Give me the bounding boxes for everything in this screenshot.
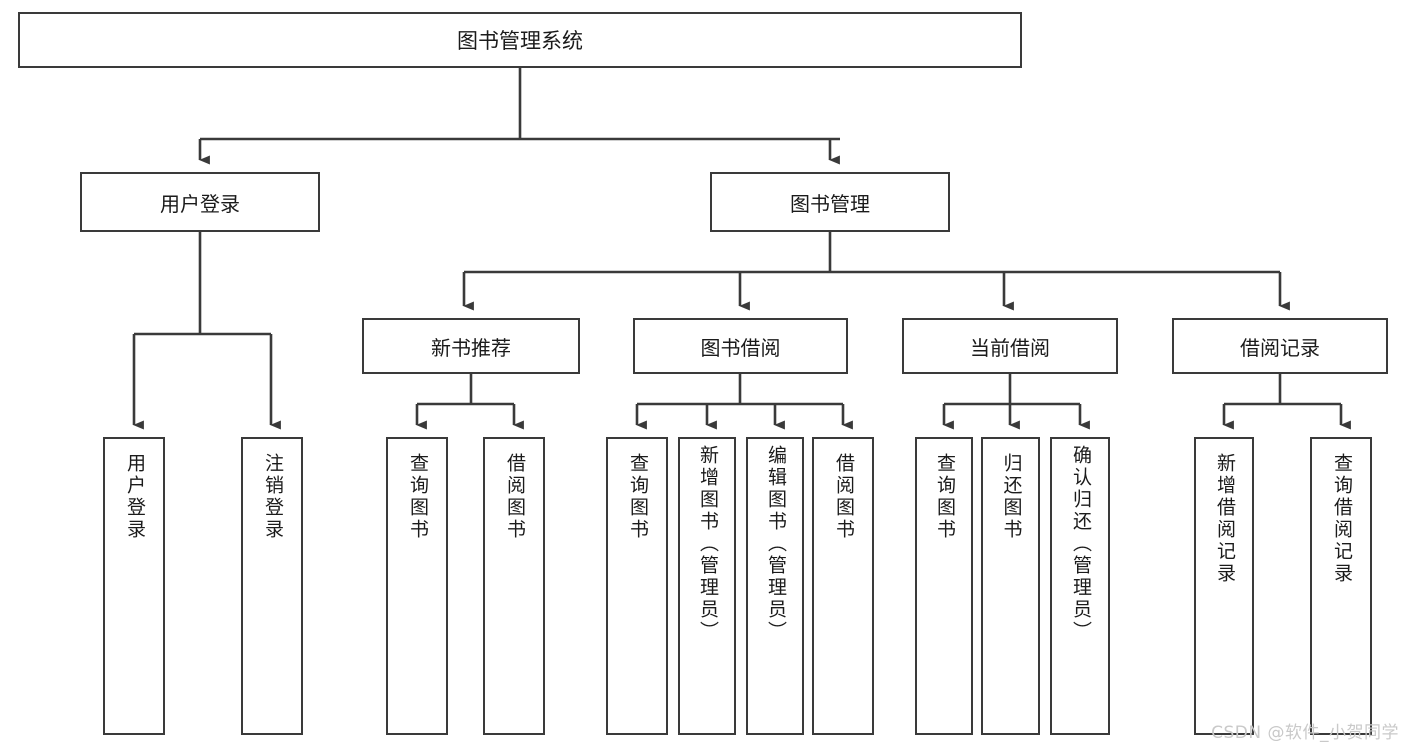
leaf-return-book[interactable]: 归还图书: [981, 437, 1040, 735]
leaf-user-login[interactable]: 用户登录: [103, 437, 165, 735]
node-borrow-record[interactable]: 借阅记录: [1172, 318, 1388, 374]
leaf-user-login-label: 用户登录: [123, 453, 146, 541]
leaf-edit-book-label: 编辑图书（管理员）: [764, 445, 787, 643]
leaf-borrow-book-2-label: 借阅图书: [832, 453, 855, 541]
leaf-query-book-2-label: 查询图书: [626, 453, 649, 541]
watermark: CSDN @软件_小贺同学: [1211, 723, 1399, 743]
node-book-manage-label: 图书管理: [790, 191, 870, 216]
leaf-user-logout[interactable]: 注销登录: [241, 437, 303, 735]
node-new-book-recommend-label: 新书推荐: [431, 335, 511, 360]
node-user-login-label: 用户登录: [160, 191, 240, 216]
leaf-query-record[interactable]: 查询借阅记录: [1310, 437, 1372, 735]
leaf-user-logout-label: 注销登录: [261, 453, 284, 541]
node-root-label: 图书管理系统: [457, 29, 583, 53]
leaf-query-book-1-label: 查询图书: [406, 453, 429, 541]
leaf-query-book-1[interactable]: 查询图书: [386, 437, 448, 735]
leaf-add-record[interactable]: 新增借阅记录: [1194, 437, 1254, 735]
node-new-book-recommend[interactable]: 新书推荐: [362, 318, 580, 374]
node-root[interactable]: 图书管理系统: [18, 12, 1022, 68]
node-borrow-record-label: 借阅记录: [1240, 335, 1320, 360]
node-book-borrow-label: 图书借阅: [700, 335, 781, 360]
leaf-confirm-return[interactable]: 确认归还（管理员）: [1050, 437, 1110, 735]
leaf-query-record-label: 查询借阅记录: [1330, 453, 1353, 585]
leaf-borrow-book-1[interactable]: 借阅图书: [483, 437, 545, 735]
node-book-borrow[interactable]: 图书借阅: [633, 318, 848, 374]
leaf-add-record-label: 新增借阅记录: [1213, 453, 1236, 585]
leaf-query-book-3[interactable]: 查询图书: [915, 437, 973, 735]
node-current-borrow[interactable]: 当前借阅: [902, 318, 1118, 374]
leaf-query-book-2[interactable]: 查询图书: [606, 437, 668, 735]
leaf-add-book[interactable]: 新增图书（管理员）: [678, 437, 736, 735]
leaf-confirm-return-label: 确认归还（管理员）: [1069, 445, 1092, 643]
leaf-borrow-book-1-label: 借阅图书: [503, 453, 526, 541]
node-book-manage[interactable]: 图书管理: [710, 172, 950, 232]
node-current-borrow-label: 当前借阅: [970, 335, 1050, 360]
leaf-return-book-label: 归还图书: [1000, 453, 1023, 541]
leaf-edit-book[interactable]: 编辑图书（管理员）: [746, 437, 804, 735]
node-user-login[interactable]: 用户登录: [80, 172, 320, 232]
leaf-add-book-label: 新增图书（管理员）: [696, 445, 719, 643]
leaf-borrow-book-2[interactable]: 借阅图书: [812, 437, 874, 735]
leaf-query-book-3-label: 查询图书: [933, 453, 956, 541]
